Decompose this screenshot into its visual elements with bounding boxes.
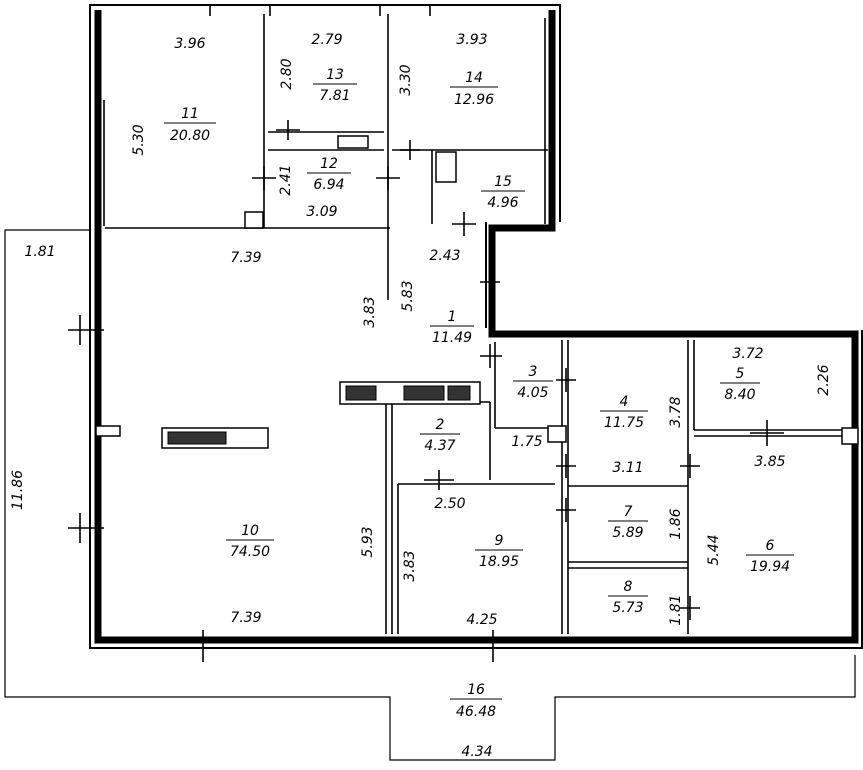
kitchen-unit xyxy=(345,385,377,401)
dimension-label: 3.09 xyxy=(306,204,337,220)
room-label-14: 14 12.96 xyxy=(450,70,498,108)
room-area: 18.95 xyxy=(479,554,519,570)
dimension-label: 3.93 xyxy=(456,32,487,48)
room-label-4: 4 11.75 xyxy=(600,394,648,431)
room-label-7: 7 5.89 xyxy=(608,504,648,541)
exterior-wall xyxy=(94,10,859,644)
room-label-15: 15 4.96 xyxy=(481,174,525,211)
room-number: 15 xyxy=(494,174,512,190)
room-area: 4.05 xyxy=(517,385,548,401)
window-marks xyxy=(95,4,431,226)
column-block xyxy=(244,211,264,229)
exterior-wall-top-line xyxy=(89,4,561,230)
room-area: 74.50 xyxy=(230,544,270,560)
vent-block xyxy=(337,135,369,149)
room-number: 10 xyxy=(241,523,259,539)
room-area: 6.94 xyxy=(313,177,344,193)
dimension-label: 2.26 xyxy=(816,364,832,395)
kitchen-unit xyxy=(447,385,471,401)
room-number: 12 xyxy=(320,156,338,172)
room-label-5: 5 8.40 xyxy=(720,366,760,403)
room-number: 8 xyxy=(624,579,633,595)
vent-block xyxy=(435,151,457,183)
room-number: 2 xyxy=(436,417,445,433)
dimension-label: 5.44 xyxy=(706,534,722,565)
room-label-10: 10 74.50 xyxy=(226,523,274,560)
room-label-6: 6 19.94 xyxy=(746,538,794,575)
room-label-8: 8 5.73 xyxy=(608,579,648,616)
interior-walls xyxy=(105,14,850,634)
room-area: 4.37 xyxy=(424,438,455,454)
room-area: 12.96 xyxy=(454,92,494,108)
room-number: 9 xyxy=(495,533,504,549)
room-number: 4 xyxy=(620,394,629,410)
dimension-label: 1.86 xyxy=(668,508,684,539)
room-area: 46.48 xyxy=(456,704,496,720)
dimension-label: 2.80 xyxy=(279,58,295,89)
room-number: 6 xyxy=(766,538,775,554)
room-label-13: 13 7.81 xyxy=(313,67,357,104)
dimension-label: 3.83 xyxy=(362,296,378,327)
room-label-2: 2 4.37 xyxy=(420,417,460,454)
room-label-1: 1 11.49 xyxy=(430,309,474,346)
dimension-label: 1.75 xyxy=(511,434,542,450)
dimension-label: 3.78 xyxy=(668,396,684,427)
dimension-label: 4.25 xyxy=(466,612,497,628)
room-area: 11.75 xyxy=(604,415,644,431)
column-block xyxy=(841,427,859,445)
room-label-9: 9 18.95 xyxy=(475,533,523,570)
room-label-11: 11 20.80 xyxy=(164,106,216,144)
dimension-label: 3.83 xyxy=(402,550,418,581)
room-label-3: 3 4.05 xyxy=(513,364,553,401)
dimension-label: 7.39 xyxy=(230,250,261,266)
room-number: 16 xyxy=(467,682,485,698)
room-area: 20.80 xyxy=(170,128,210,144)
dimension-label: 3.30 xyxy=(398,64,414,95)
room-area: 5.73 xyxy=(612,600,643,616)
dimension-label: 11.86 xyxy=(10,470,26,510)
room-number: 11 xyxy=(181,106,199,122)
exterior-wall-outer-line xyxy=(89,230,863,649)
room-number: 1 xyxy=(448,309,457,325)
dimension-label: 7.39 xyxy=(230,610,261,626)
room-area: 7.81 xyxy=(319,88,350,104)
dimension-label: 4.34 xyxy=(461,744,492,760)
door-marks xyxy=(68,120,784,662)
room-area: 11.49 xyxy=(432,330,472,346)
room-label-12: 12 6.94 xyxy=(307,156,351,193)
room-number: 13 xyxy=(326,67,344,83)
dimension-label: 2.43 xyxy=(429,248,460,264)
room-number: 3 xyxy=(529,364,538,380)
dimension-label: 5.83 xyxy=(400,280,416,311)
wall-niche xyxy=(95,425,121,437)
column-block xyxy=(547,425,567,443)
dimension-label: 3.85 xyxy=(754,454,785,470)
room-number: 7 xyxy=(624,504,633,520)
dimension-label: 3.96 xyxy=(174,36,205,52)
room-number: 14 xyxy=(465,70,483,86)
dimension-label: 3.72 xyxy=(732,346,763,362)
dimension-label: 2.79 xyxy=(311,32,342,48)
room-area: 8.40 xyxy=(724,387,755,403)
dimension-label: 3.11 xyxy=(612,460,643,476)
kitchen-unit xyxy=(403,385,445,401)
dimension-label: 1.81 xyxy=(668,594,684,625)
dimension-label: 5.30 xyxy=(131,124,147,155)
room-number: 5 xyxy=(736,366,745,382)
dimension-label: 5.93 xyxy=(360,526,376,557)
fireplace-unit xyxy=(167,431,227,445)
room-label-16: 16 46.48 xyxy=(450,682,502,720)
terrace-outline xyxy=(4,229,856,761)
room-area: 19.94 xyxy=(750,559,790,575)
dimension-label: 2.50 xyxy=(434,496,465,512)
dimension-label: 2.41 xyxy=(278,164,294,195)
dimension-label: 1.81 xyxy=(24,244,55,260)
room-area: 5.89 xyxy=(612,525,643,541)
room-area: 4.96 xyxy=(487,195,518,211)
